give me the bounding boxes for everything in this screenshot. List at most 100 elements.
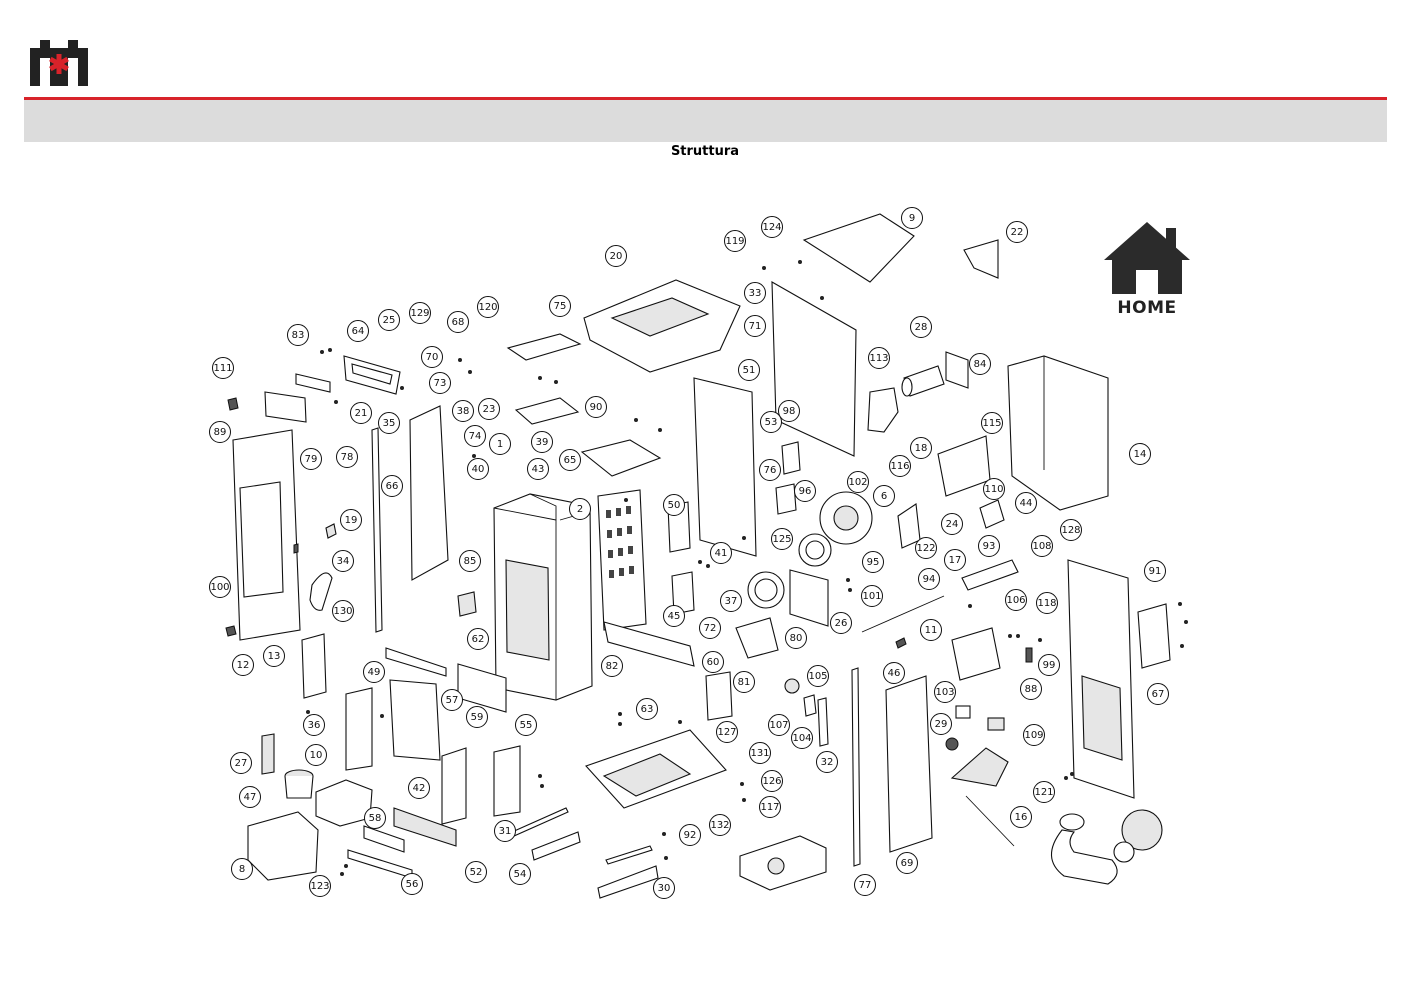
callout-47: 47 bbox=[239, 786, 261, 808]
callout-label: 101 bbox=[862, 591, 881, 602]
callout-label: 52 bbox=[470, 867, 483, 878]
callout-30: 30 bbox=[653, 877, 675, 899]
callout-123: 123 bbox=[309, 875, 331, 897]
callout-36: 36 bbox=[303, 714, 325, 736]
callout-label: 67 bbox=[1152, 689, 1165, 700]
callout-label: 84 bbox=[974, 359, 987, 370]
callout-label: 73 bbox=[434, 378, 447, 389]
part-flue-pipe bbox=[1050, 809, 1163, 885]
part-rail-77 bbox=[851, 667, 861, 867]
callout-label: 58 bbox=[369, 813, 382, 824]
brand-logo bbox=[30, 40, 88, 86]
callout-label: 46 bbox=[888, 668, 901, 679]
callout-122: 122 bbox=[915, 537, 937, 559]
part-fan-11 bbox=[951, 627, 1001, 681]
callout-107: 107 bbox=[768, 714, 790, 736]
callout-117: 117 bbox=[759, 796, 781, 818]
callout-100: 100 bbox=[209, 576, 231, 598]
part-grille-90 bbox=[514, 397, 580, 425]
part-strip-83 bbox=[295, 373, 331, 393]
callout-132: 132 bbox=[709, 814, 731, 836]
callout-50: 50 bbox=[663, 494, 685, 516]
part-panel-66 bbox=[409, 405, 449, 581]
callout-label: 128 bbox=[1061, 525, 1080, 536]
callout-label: 76 bbox=[764, 465, 777, 476]
callout-127: 127 bbox=[716, 721, 738, 743]
callout-label: 55 bbox=[520, 720, 533, 731]
callout-16: 16 bbox=[1010, 806, 1032, 828]
callout-label: 92 bbox=[684, 830, 697, 841]
callout-65: 65 bbox=[559, 449, 581, 471]
callout-46: 46 bbox=[883, 662, 905, 684]
part-frame-18 bbox=[937, 435, 991, 497]
callout-42: 42 bbox=[408, 777, 430, 799]
part-grate-52 bbox=[393, 807, 457, 847]
callout-13: 13 bbox=[263, 645, 285, 667]
callout-19: 19 bbox=[340, 509, 362, 531]
callout-58: 58 bbox=[364, 807, 386, 829]
callout-label: 102 bbox=[848, 477, 867, 488]
callout-28: 28 bbox=[910, 316, 932, 338]
callout-label: 57 bbox=[446, 695, 459, 706]
callout-12: 12 bbox=[232, 654, 254, 676]
callout-37: 37 bbox=[720, 590, 742, 612]
callout-51: 51 bbox=[738, 359, 760, 381]
callout-label: 34 bbox=[337, 556, 350, 567]
part-plate-91 bbox=[1137, 603, 1171, 669]
callout-label: 47 bbox=[244, 792, 257, 803]
callout-59: 59 bbox=[466, 706, 488, 728]
part-bracket-110 bbox=[979, 499, 1005, 529]
part-plate-82 bbox=[603, 621, 695, 667]
callout-6: 6 bbox=[873, 485, 895, 507]
callout-label: 18 bbox=[915, 443, 928, 454]
callout-label: 59 bbox=[471, 712, 484, 723]
callout-label: 123 bbox=[310, 881, 329, 892]
callout-label: 96 bbox=[799, 486, 812, 497]
callout-119: 119 bbox=[724, 230, 746, 252]
callout-25: 25 bbox=[378, 309, 400, 331]
callout-label: 118 bbox=[1037, 598, 1056, 609]
callout-106: 106 bbox=[1005, 589, 1027, 611]
callout-17: 17 bbox=[944, 549, 966, 571]
callout-label: 42 bbox=[413, 783, 426, 794]
callout-label: 40 bbox=[472, 464, 485, 475]
callout-91: 91 bbox=[1144, 560, 1166, 582]
callout-label: 82 bbox=[606, 661, 619, 672]
callout-label: 79 bbox=[305, 454, 318, 465]
callout-49: 49 bbox=[363, 661, 385, 683]
callout-60: 60 bbox=[702, 651, 724, 673]
part-panel-2 bbox=[597, 489, 647, 631]
callout-label: 32 bbox=[821, 757, 834, 768]
callout-label: 78 bbox=[341, 452, 354, 463]
callout-label: 125 bbox=[772, 534, 791, 545]
callout-label: 98 bbox=[783, 406, 796, 417]
callout-label: 6 bbox=[881, 491, 887, 502]
callout-label: 30 bbox=[658, 883, 671, 894]
callout-22: 22 bbox=[1006, 221, 1028, 243]
callout-109: 109 bbox=[1023, 724, 1045, 746]
part-panel-69 bbox=[885, 675, 933, 853]
part-panel-bl bbox=[301, 633, 327, 699]
callout-35: 35 bbox=[378, 412, 400, 434]
callout-label: 53 bbox=[765, 417, 778, 428]
callout-label: 1 bbox=[497, 439, 503, 450]
callout-115: 115 bbox=[981, 412, 1003, 434]
callout-label: 88 bbox=[1025, 684, 1038, 695]
callout-label: 12 bbox=[237, 660, 250, 671]
callout-label: 75 bbox=[554, 301, 567, 312]
callout-label: 132 bbox=[710, 820, 729, 831]
callout-88: 88 bbox=[1020, 678, 1042, 700]
callout-label: 50 bbox=[668, 500, 681, 511]
callout-69: 69 bbox=[896, 852, 918, 874]
callout-95: 95 bbox=[862, 551, 884, 573]
callout-129: 129 bbox=[409, 302, 431, 324]
callout-63: 63 bbox=[636, 698, 658, 720]
callout-66: 66 bbox=[381, 475, 403, 497]
callout-101: 101 bbox=[861, 585, 883, 607]
callout-41: 41 bbox=[710, 542, 732, 564]
callout-label: 122 bbox=[916, 543, 935, 554]
callout-108: 108 bbox=[1031, 535, 1053, 557]
callout-label: 33 bbox=[749, 288, 762, 299]
home-button[interactable]: HOME bbox=[1100, 218, 1194, 322]
